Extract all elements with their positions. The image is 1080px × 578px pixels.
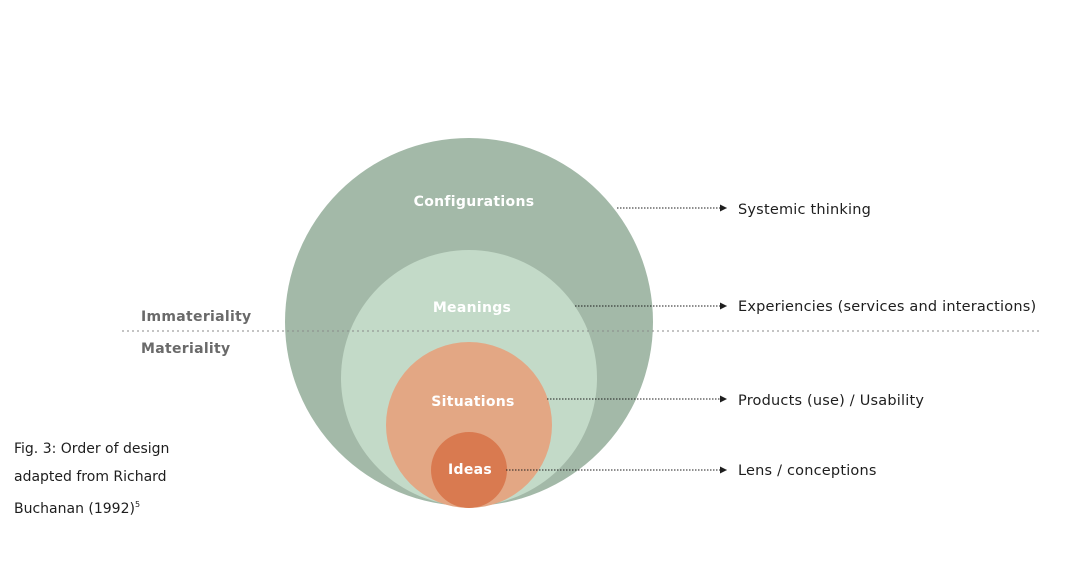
systemic-thinking-label: Systemic thinking xyxy=(738,202,871,218)
caption-line-3-text: Buchanan (1992) xyxy=(14,501,135,517)
ideas-label: Ideas xyxy=(448,462,492,478)
configurations-label: Configurations xyxy=(414,194,535,210)
materiality-label: Materiality xyxy=(141,341,230,357)
lens-conceptions-label: Lens / conceptions xyxy=(738,463,877,479)
caption-line-1: Fig. 3: Order of design xyxy=(14,441,170,457)
immateriality-label: Immateriality xyxy=(141,309,252,325)
experiences-label: Experiencies (services and interactions) xyxy=(738,299,1036,315)
caption-line-2: adapted from Richard xyxy=(14,469,167,485)
caption-footnote-marker: 5 xyxy=(134,500,141,509)
meanings-label: Meanings xyxy=(433,300,511,316)
caption-line-3: Buchanan (1992)5 xyxy=(14,491,214,523)
situations-label: Situations xyxy=(431,394,514,410)
ideas-circle xyxy=(431,432,507,508)
figure-caption: Fig. 3: Order of design adapted from Ric… xyxy=(14,435,214,523)
situations-circle xyxy=(386,342,552,508)
products-usability-label: Products (use) / Usability xyxy=(738,393,924,409)
